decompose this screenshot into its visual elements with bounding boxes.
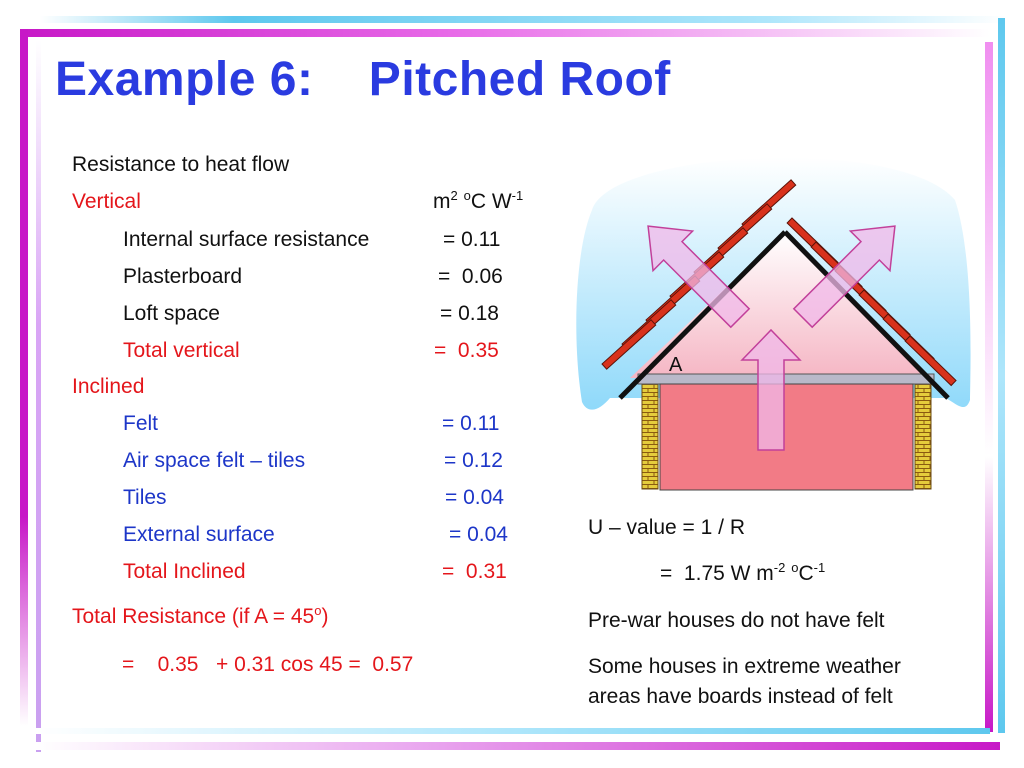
left-brick-wall xyxy=(641,382,659,490)
u-value-sup1: -2 xyxy=(773,560,786,575)
frame-left-bar-magenta xyxy=(20,29,28,726)
loft-space xyxy=(630,232,928,378)
right-rafter xyxy=(783,230,950,400)
u-value-c: C xyxy=(798,562,814,585)
slide-title: Example 6: Pitched Roof xyxy=(55,53,671,106)
internal-surface-value: = 0.11 xyxy=(443,228,501,251)
loft-space-value: = 0.18 xyxy=(440,302,499,325)
total-vertical-label: Total vertical xyxy=(123,339,240,362)
external-surface-value: = 0.04 xyxy=(449,523,508,546)
frame-top-bar-magenta xyxy=(20,29,990,37)
u-value-result: = 1.75 W m-2 oC-1 xyxy=(660,560,826,585)
vertical-heading: Vertical xyxy=(72,190,141,213)
units-m-sup: 2 xyxy=(450,188,458,203)
pitched-roof-diagram: A xyxy=(576,157,971,491)
felt-value: = 0.11 xyxy=(442,412,500,435)
u-value-result-a: = 1.75 W m xyxy=(660,562,774,585)
frame-right-bar-light xyxy=(998,18,1005,733)
total-resistance-close: ) xyxy=(321,605,329,628)
total-inclined-label: Total Inclined xyxy=(123,560,246,583)
angle-label: A xyxy=(669,354,683,376)
note-boards-line2: areas have boards instead of felt xyxy=(588,685,893,708)
plasterboard-label: Plasterboard xyxy=(123,265,243,288)
internal-surface-label: Internal surface resistance xyxy=(123,228,370,251)
u-value-degree: o xyxy=(791,560,799,575)
tiles-label: Tiles xyxy=(123,486,167,509)
air-space-value: = 0.12 xyxy=(444,449,503,472)
air-space-label: Air space felt – tiles xyxy=(123,449,306,472)
inclined-heading: Inclined xyxy=(72,375,145,398)
resistance-equation: = 0.35 + 0.31 cos 45 = 0.57 xyxy=(122,653,414,676)
room xyxy=(659,383,914,491)
units-label: m2 oC W-1 xyxy=(433,188,524,213)
u-value-sup2: -1 xyxy=(813,560,826,575)
frame-right-bar-magenta xyxy=(985,42,993,732)
left-rafter xyxy=(618,230,787,400)
resistance-heading: Resistance to heat flow xyxy=(72,153,290,176)
heat-arrow-left-incline xyxy=(647,225,751,329)
u-value-formula: U – value = 1 / R xyxy=(588,516,745,539)
units-degree-sup: o xyxy=(463,188,471,203)
loft-space-label: Loft space xyxy=(123,302,220,325)
frame-top-bar-light xyxy=(40,16,1008,23)
tiles-value: = 0.04 xyxy=(445,486,504,509)
external-surface-label: External surface xyxy=(123,523,275,546)
frame-left-bar-light xyxy=(36,40,41,752)
ceiling-slab xyxy=(637,373,935,385)
units-w-sup: -1 xyxy=(511,188,524,203)
heat-arrow-right-incline xyxy=(792,225,896,329)
total-resistance: Total Resistance (if A = 45o) xyxy=(72,603,329,628)
frame-bottom-bar-light xyxy=(36,728,990,734)
note-prewar-felt: Pre-war houses do not have felt xyxy=(588,609,885,632)
frame-bottom-bar-magenta xyxy=(36,742,1000,750)
note-boards-line1: Some houses in extreme weather xyxy=(588,655,901,678)
total-resistance-degree: o xyxy=(314,603,322,618)
plasterboard-value: = 0.06 xyxy=(438,265,503,288)
total-resistance-text: Total Resistance (if A = 45 xyxy=(72,605,315,628)
total-vertical-value: = 0.35 xyxy=(434,339,499,362)
units-cw: C W xyxy=(470,190,512,213)
total-inclined-value: = 0.31 xyxy=(442,560,507,583)
felt-label: Felt xyxy=(123,412,159,435)
right-brick-wall xyxy=(914,382,932,490)
units-m: m xyxy=(433,190,451,213)
heat-arrow-vertical xyxy=(740,328,802,451)
